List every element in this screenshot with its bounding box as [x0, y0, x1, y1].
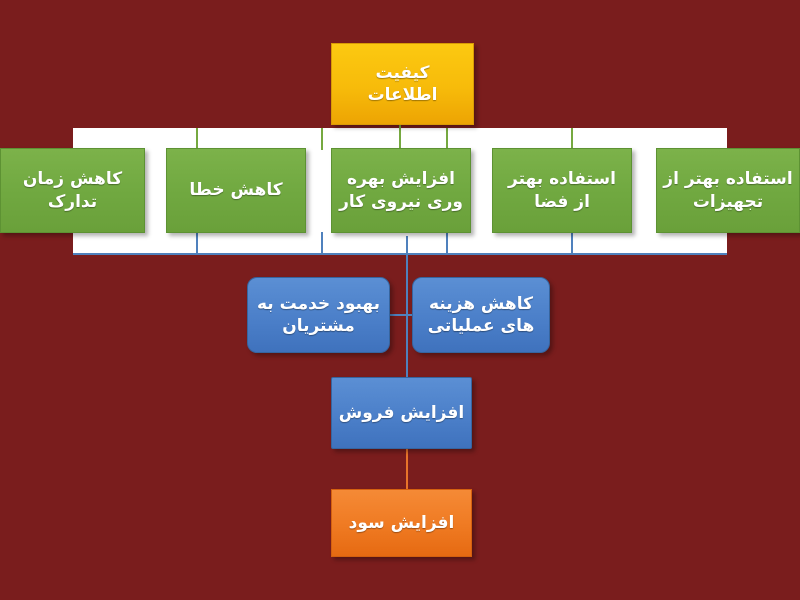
- node-label: افزایش فروش: [338, 402, 465, 423]
- node-driver-error-reduction[interactable]: کاهش خطا: [166, 148, 306, 233]
- connector-spine-to-outcomes: [406, 236, 408, 378]
- node-driver-labor-productivity[interactable]: افزایش بهره وری نیروی کار: [331, 148, 471, 233]
- node-outcome-operating-costs[interactable]: کاهش هزینه های عملیاتی: [412, 277, 550, 353]
- connector-band-top-2: [321, 128, 323, 150]
- connector-band-bottom-1: [196, 232, 198, 255]
- node-label: افزایش بهره وری نیروی کار: [339, 169, 463, 212]
- node-label: کاهش خطا: [189, 180, 283, 201]
- node-label: کاهش هزینه های عملیاتی: [427, 293, 535, 336]
- node-driver-equipment-utilization[interactable]: استفاده بهتر از تجهیزات: [656, 148, 800, 233]
- connector-sales-to-profit: [406, 448, 408, 490]
- node-label: بهبود خدمت به مشتریان: [256, 293, 381, 336]
- connector-band-bottom-3: [446, 232, 448, 255]
- connector-band-top-4: [571, 128, 573, 150]
- node-profit-increase[interactable]: افزایش سود: [331, 489, 472, 557]
- node-label: استفاده بهتر از فضا: [508, 169, 616, 212]
- node-information-quality[interactable]: کیفیت اطلاعات: [331, 43, 474, 125]
- connector-outcomes-crossbar: [377, 314, 437, 316]
- node-outcome-customer-service[interactable]: بهبود خدمت به مشتریان: [247, 277, 390, 353]
- node-label: افزایش سود: [348, 512, 455, 533]
- node-label: کاهش زمان تدارک: [22, 169, 123, 212]
- connector-root-to-band: [399, 125, 401, 149]
- node-driver-lead-time[interactable]: کاهش زمان تدارک: [0, 148, 145, 233]
- node-driver-space-utilization[interactable]: استفاده بهتر از فضا: [492, 148, 632, 233]
- node-sales-increase[interactable]: افزایش فروش: [331, 377, 472, 449]
- node-label: استفاده بهتر از تجهیزات: [663, 169, 793, 212]
- node-label: کیفیت اطلاعات: [367, 62, 438, 105]
- connector-band-top-3: [446, 128, 448, 150]
- connector-band-bottom-4: [571, 232, 573, 255]
- connector-band-bottom-2: [321, 232, 323, 255]
- connector-band-top-1: [196, 128, 198, 150]
- connector-band-rail: [73, 253, 727, 255]
